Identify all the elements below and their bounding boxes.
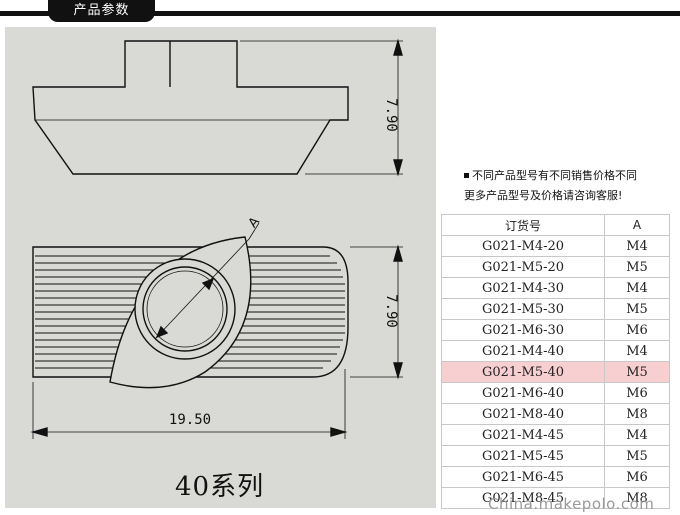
cell-order-number: G021-M4-40 [441, 340, 605, 362]
cell-order-number: G021-M4-45 [441, 424, 605, 446]
cell-thread-size: M4 [604, 340, 670, 362]
column-header-order-number: 订货号 [441, 214, 605, 236]
pricing-note: 不同产品型号有不同销售价格不同 更多产品型号及价格请咨询客服! [450, 166, 676, 206]
note-line-1: 不同产品型号有不同销售价格不同 [472, 169, 637, 182]
cell-thread-size: M5 [604, 445, 670, 467]
cell-thread-size: M8 [604, 403, 670, 425]
cell-order-number: G021-M5-40 [441, 361, 605, 383]
cell-thread-size: M8 [604, 487, 670, 509]
cell-thread-size: M5 [604, 256, 670, 278]
cell-thread-size: M4 [604, 277, 670, 299]
cell-order-number: G021-M5-45 [441, 445, 605, 467]
cell-order-number: G021-M6-40 [441, 382, 605, 404]
dimension-bottom-height: 7.90 [383, 294, 399, 328]
bullet-icon [464, 173, 469, 178]
watermark: China.makepolo.com [488, 495, 655, 513]
cell-order-number: G021-M6-30 [441, 319, 605, 341]
column-header-a: A [604, 214, 670, 236]
cell-thread-size: M5 [604, 298, 670, 320]
cell-order-number: G021-M8-45 [441, 487, 605, 509]
section-title: 产品参数 [48, 0, 155, 22]
cell-thread-size: M6 [604, 466, 670, 488]
note-line-2: 更多产品型号及价格请咨询客服! [464, 189, 623, 202]
t-nut-drawing-svg: 7.90 7.90 19.50 A [30, 38, 403, 439]
dimension-diameter: A [246, 214, 263, 231]
cell-order-number: G021-M4-20 [441, 235, 605, 257]
cell-thread-size: M6 [604, 319, 670, 341]
header-bar [0, 11, 680, 16]
cell-order-number: G021-M5-30 [441, 298, 605, 320]
cell-order-number: G021-M6-45 [441, 466, 605, 488]
cell-order-number: G021-M8-40 [441, 403, 605, 425]
cell-order-number: G021-M4-30 [441, 277, 605, 299]
cell-thread-size: M6 [604, 382, 670, 404]
dimension-length: 19.50 [169, 412, 211, 428]
cell-thread-size: M5 [604, 361, 670, 383]
cell-order-number: G021-M5-20 [441, 256, 605, 278]
series-label: 40系列 [175, 472, 265, 502]
cell-thread-size: M4 [604, 424, 670, 446]
table-header-row: 订货号 A [441, 214, 670, 236]
technical-drawing: 7.90 7.90 19.50 A [5, 27, 436, 508]
dimension-top-height: 7.90 [383, 98, 399, 132]
cell-thread-size: M4 [604, 235, 670, 257]
